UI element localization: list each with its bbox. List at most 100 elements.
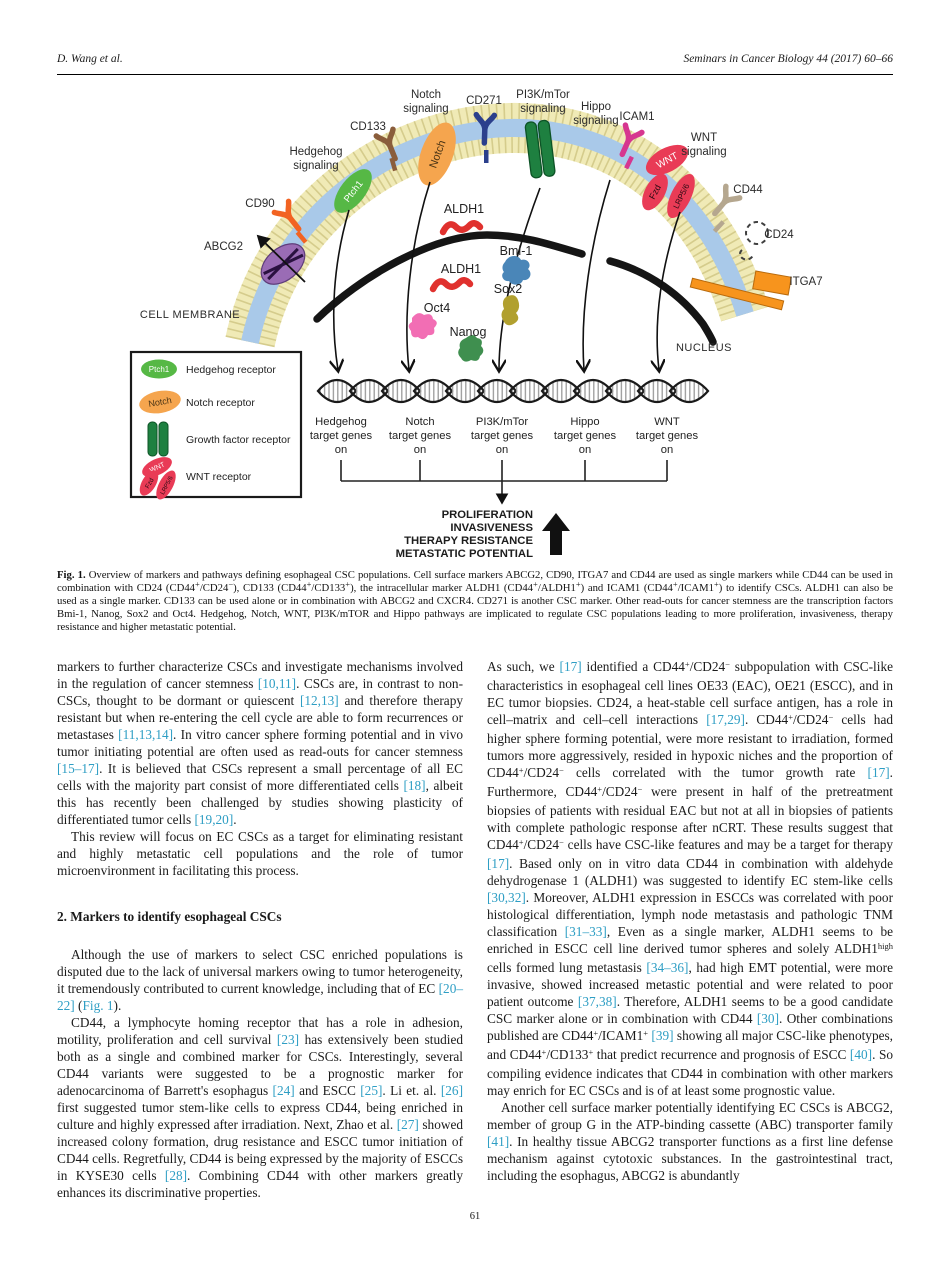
superscript: − xyxy=(228,579,234,590)
citation-link[interactable]: [31–33] xyxy=(564,924,607,939)
abcg2-label: ABCG2 xyxy=(204,241,243,253)
citation-link[interactable]: [30] xyxy=(756,1011,779,1026)
paragraph: markers to further characterize CSCs and… xyxy=(57,659,463,827)
section-heading: 2. Markers to identify esophageal CSCs xyxy=(57,909,282,924)
superscript: + xyxy=(643,1028,649,1038)
figure-1: Ptch1 Notch WNT Fzd LRP5/6 xyxy=(0,84,950,576)
citation-link[interactable]: [17,29] xyxy=(706,712,745,727)
pi3k-signaling-label2: signaling xyxy=(520,103,565,115)
cd24-marker xyxy=(739,221,769,261)
outcome-proliferation: PROLIFERATION xyxy=(442,509,533,521)
oct4-label: Oct4 xyxy=(424,301,450,315)
superscript: + xyxy=(541,1047,547,1057)
citation-link[interactable]: [41] xyxy=(487,1134,510,1149)
header-journal: Seminars in Cancer Biology 44 (2017) 60–… xyxy=(683,53,893,65)
bmi1-label: Bmi-1 xyxy=(500,244,533,258)
icam1-label: ICAM1 xyxy=(619,111,654,123)
receptor-stubs xyxy=(295,150,725,244)
citation-link[interactable]: Fig. 1 xyxy=(82,998,114,1013)
convergence-bracket xyxy=(340,460,668,505)
pi3k-target-label3: on xyxy=(496,444,508,456)
legend-growth-factor-receptor: Growth factor receptor xyxy=(186,434,291,446)
legend-fzd-label: Fzd xyxy=(144,477,156,490)
citation-link[interactable]: [27] xyxy=(396,1117,419,1132)
increase-arrow-icon xyxy=(542,513,570,555)
ptch1-receptor: Ptch1 xyxy=(334,169,372,213)
superscript: + xyxy=(575,579,581,590)
citation-link[interactable]: [40] xyxy=(849,1047,873,1062)
hippo-target-label: Hippo xyxy=(570,416,599,428)
paragraph: This review will focus on EC CSCs as a t… xyxy=(57,829,463,878)
citation-link[interactable]: [10,11] xyxy=(257,676,297,691)
aldh1-protein-a xyxy=(439,220,484,236)
wnt-signaling-label2: signaling xyxy=(681,146,726,158)
outcome-therapy-resistance: THERAPY RESISTANCE xyxy=(404,535,533,547)
figure-1-diagram: Ptch1 Notch WNT Fzd LRP5/6 xyxy=(129,89,823,560)
legend-hedgehog-receptor: Hedgehog receptor xyxy=(186,364,276,376)
superscript: + xyxy=(518,837,524,847)
superscript: + xyxy=(518,765,524,775)
superscript: + xyxy=(672,579,678,590)
paragraph: CD44, a lymphocyte homing receptor that … xyxy=(57,1015,463,1200)
left-column: markers to further characterize CSCs and… xyxy=(57,658,463,1201)
notch-target-label: Notch xyxy=(405,416,434,428)
hedgehog-target-label2: target genes xyxy=(310,430,373,442)
legend-wnt-receptor: WNT receptor xyxy=(186,471,252,483)
nanog-label: Nanog xyxy=(450,325,487,339)
notch-arrow xyxy=(407,181,431,370)
figure-legend: Ptch1 Hedgehog receptor Notch Notch rece… xyxy=(129,350,303,500)
hedgehog-target-label3: on xyxy=(335,444,347,456)
tf-labels: ALDH1 ALDH1 Bmi-1 Sox2 Oct4 Nanog xyxy=(424,202,533,339)
superscript: − xyxy=(828,712,834,722)
cd133-label: CD133 xyxy=(350,121,386,133)
citation-link[interactable]: [37,38] xyxy=(577,994,617,1009)
hedgehog-arrow xyxy=(334,209,350,370)
running-header: D. Wang et al. Seminars in Cancer Biolog… xyxy=(57,53,893,75)
citation-link[interactable]: [12,13] xyxy=(299,693,339,708)
citation-link[interactable]: [23] xyxy=(276,1032,300,1047)
citation-link[interactable]: [30,32] xyxy=(487,890,526,905)
citation-link[interactable]: [26] xyxy=(440,1083,463,1098)
right-column: As such, we [17] identified a CD44+/CD24… xyxy=(487,658,893,1201)
citation-link[interactable]: [15–17] xyxy=(57,761,100,776)
cd44-label: CD44 xyxy=(733,184,763,196)
wnt-target-label: WNT xyxy=(654,416,680,428)
superscript: + xyxy=(593,1028,599,1038)
superscript: + xyxy=(788,712,793,722)
outcome-invasiveness: INVASIVENESS xyxy=(450,522,533,534)
itga7-integrin xyxy=(689,270,792,311)
wnt-target-label3: on xyxy=(661,444,673,456)
notch-target-label2: target genes xyxy=(389,430,452,442)
hedgehog-signaling-label: Hedgehog xyxy=(289,146,342,158)
citation-link[interactable]: [19,20] xyxy=(194,812,234,827)
citation-link[interactable]: [39] xyxy=(651,1028,674,1043)
figure-caption: Fig. 1. Overview of markers and pathways… xyxy=(57,569,893,634)
pi3k-target-label2: target genes xyxy=(471,430,534,442)
transcription-factors xyxy=(408,220,531,362)
citation-link[interactable]: [17] xyxy=(867,765,890,780)
cd90-label: CD90 xyxy=(245,198,274,210)
citation-link[interactable]: [17] xyxy=(487,856,510,871)
citation-link[interactable]: [34–36] xyxy=(646,960,689,975)
citation-link[interactable]: [28] xyxy=(164,1168,188,1183)
paragraph: Although the use of markers to select CS… xyxy=(57,947,463,1013)
bmi1-protein xyxy=(502,256,531,285)
superscript: − xyxy=(559,837,564,847)
superscript: − xyxy=(637,784,643,794)
legend-notch-label: Notch xyxy=(148,395,173,409)
superscript: + xyxy=(684,659,690,669)
outcome-labels: PROLIFERATION INVASIVENESS THERAPY RESIS… xyxy=(396,509,534,560)
paragraph: As such, we [17] identified a CD44+/CD24… xyxy=(487,659,894,1098)
abcg2-transporter xyxy=(256,234,306,285)
diagram-labels: CD90 Hedgehog signaling CD133 Notch sign… xyxy=(140,89,823,354)
citation-link[interactable]: [18] xyxy=(403,778,426,793)
citation-link[interactable]: [17] xyxy=(559,659,582,674)
citation-link[interactable]: [24] xyxy=(272,1083,295,1098)
superscript: + xyxy=(588,1047,594,1057)
citation-link[interactable]: [11,13,14] xyxy=(118,727,174,742)
citation-link[interactable]: [25] xyxy=(360,1083,383,1098)
pi3k-arrow xyxy=(499,187,541,370)
citation-link[interactable]: [20–22] xyxy=(57,981,463,1013)
hippo-target-label3: on xyxy=(579,444,591,456)
